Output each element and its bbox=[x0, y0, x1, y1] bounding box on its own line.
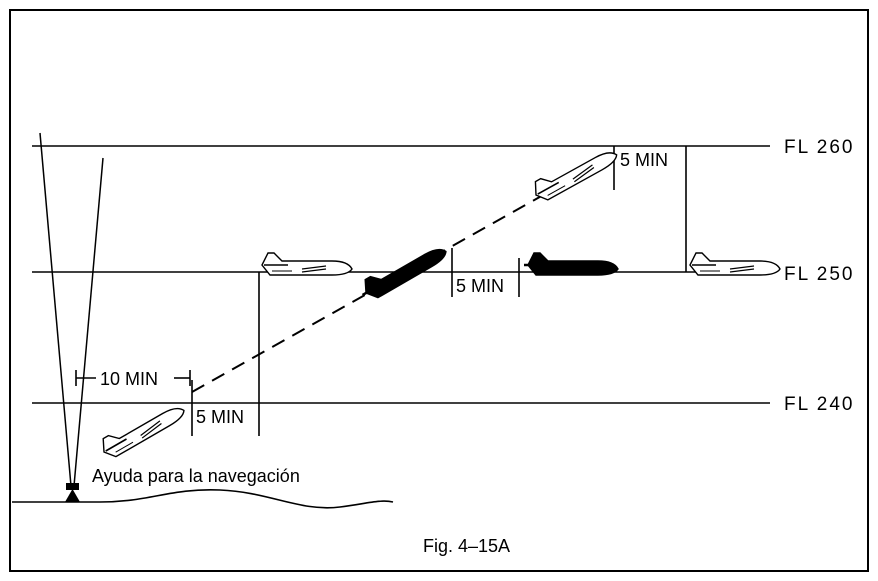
nav-aid-label: Ayuda para la navegación bbox=[92, 466, 300, 486]
aircraft-fl250-solid bbox=[522, 251, 620, 277]
nav-beam-right bbox=[73, 157, 104, 487]
ground-line bbox=[12, 489, 394, 509]
aircraft-climbing-low bbox=[97, 395, 188, 462]
fl240-label: FL 240 bbox=[784, 394, 854, 415]
aircraft-fl250-left bbox=[261, 252, 353, 276]
nav-beam-left bbox=[39, 132, 72, 487]
aircraft-climbing-high bbox=[529, 140, 621, 205]
fl250-label: FL 250 bbox=[784, 264, 854, 285]
five-min-high-label: 5 MIN bbox=[620, 150, 668, 170]
figure-caption: Fig. 4–15A bbox=[423, 536, 510, 556]
ten-min-label: 10 MIN bbox=[100, 369, 158, 389]
ten-min-bracket bbox=[75, 370, 191, 386]
nav-aid-icon bbox=[65, 483, 80, 502]
five-min-low-label: 5 MIN bbox=[196, 407, 244, 427]
aircraft-fl250-right bbox=[689, 252, 781, 276]
aircraft-climbing-mid bbox=[355, 236, 451, 305]
figure-border bbox=[9, 9, 869, 572]
fl260-label: FL 260 bbox=[784, 137, 854, 158]
five-min-mid-label: 5 MIN bbox=[456, 276, 504, 296]
